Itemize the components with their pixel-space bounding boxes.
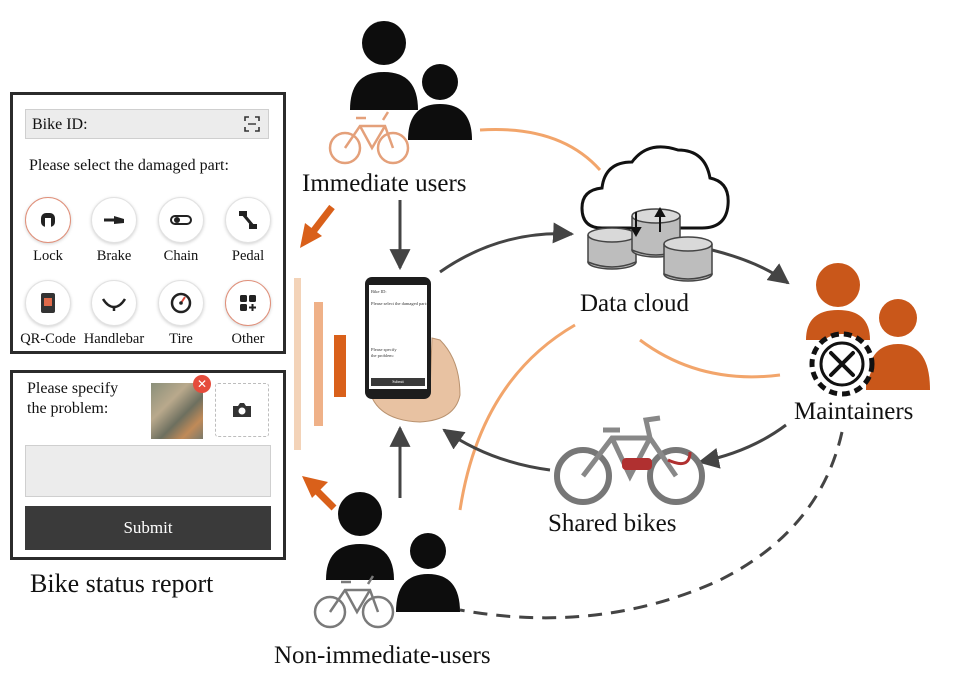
orange-arrow-bottom	[302, 476, 337, 511]
remove-photo-icon[interactable]: ✕	[193, 375, 211, 393]
select-prompt: Please select the damaged part:	[29, 157, 229, 174]
gear-wrench-icon	[809, 331, 875, 397]
part-label-qr-code: QR-Code	[20, 331, 76, 347]
phone-specify-prompt: Please specify	[371, 347, 397, 352]
part-option-qr-code[interactable]: QR-Code	[13, 280, 83, 348]
phone-specify-prompt-line2: the problem:	[371, 353, 394, 358]
scan-icon[interactable]	[244, 116, 260, 132]
part-option-brake[interactable]: Brake	[79, 197, 149, 265]
part-label-lock: Lock	[33, 248, 63, 264]
part-option-chain[interactable]: Chain	[146, 197, 216, 265]
tire-icon	[158, 280, 204, 326]
part-label-other: Other	[231, 331, 265, 347]
arrow-cloud-to-maintainers	[711, 248, 790, 285]
qr-code-icon	[25, 280, 71, 326]
database-icon	[587, 208, 713, 282]
signal-bar-middle	[314, 302, 323, 426]
report-caption: Bike status report	[30, 569, 214, 598]
add-photo-button[interactable]	[215, 383, 269, 437]
part-option-other[interactable]: Other	[213, 280, 283, 348]
phone-submit-button: Submit	[371, 378, 425, 386]
phone-bike-id-label: Bike ID:	[371, 289, 387, 294]
part-label-handlebar: Handlebar	[83, 331, 145, 347]
arc-cloud-to-nonusers	[458, 323, 576, 511]
sync-arrows-icon	[630, 206, 666, 238]
damaged-part-panel: Bike ID: Please select the damaged part:…	[10, 92, 286, 354]
part-label-pedal: Pedal	[231, 248, 265, 264]
specify-prompt-line2: the problem:	[27, 400, 109, 417]
specify-problem-panel: Please specify the problem: ✕ Submit	[10, 370, 286, 560]
part-option-tire[interactable]: Tire	[146, 280, 216, 348]
uploaded-photo-thumbnail	[151, 383, 203, 439]
arrow-maintainers-to-bikes	[697, 423, 787, 469]
phone-mockup: Bike ID: Please select the damaged part:…	[365, 277, 431, 399]
arc-users-to-cloud	[479, 128, 602, 171]
phone-select-prompt: Please select the damaged part:	[371, 301, 427, 306]
handlebar-icon	[91, 280, 137, 326]
maintainers-label: Maintainers	[794, 398, 914, 425]
bike-id-field[interactable]: Bike ID:	[25, 109, 269, 139]
non-immediate-users-icon	[326, 492, 460, 612]
brake-icon	[91, 197, 137, 243]
part-label-chain: Chain	[163, 248, 199, 264]
other-icon	[225, 280, 271, 326]
specify-prompt-line1: Please specify	[27, 380, 119, 397]
arrow-phone-to-cloud	[439, 222, 575, 274]
orange-arrow-top	[300, 204, 335, 248]
part-option-pedal[interactable]: Pedal	[213, 197, 283, 265]
arrow-bikes-to-phone	[442, 428, 551, 472]
part-option-lock[interactable]: Lock	[13, 197, 83, 265]
shared-bikes-label: Shared bikes	[548, 510, 677, 537]
cloud-icon	[580, 145, 730, 230]
submit-button[interactable]: Submit	[25, 506, 271, 550]
immediate-users-icon	[350, 21, 472, 140]
immediate-users-bike-icon	[328, 111, 410, 165]
bike-id-label: Bike ID:	[32, 116, 88, 133]
part-label-tire: Tire	[169, 331, 193, 347]
signal-bar-inner	[334, 335, 346, 397]
signal-bar-outer	[294, 278, 301, 450]
specify-prompt: Please specify the problem:	[27, 379, 118, 419]
non-immediate-users-bike-icon	[313, 575, 395, 629]
shared-bike-icon	[554, 415, 705, 505]
problem-description-input[interactable]	[25, 445, 271, 497]
camera-icon	[233, 403, 251, 417]
immediate-users-label: Immediate users	[302, 170, 467, 197]
maintainers-icon	[806, 263, 930, 390]
chain-icon	[158, 197, 204, 243]
non-immediate-users-label: Non-immediate-users	[274, 642, 491, 669]
part-option-handlebar[interactable]: Handlebar	[79, 280, 149, 348]
arc-cloud-to-maintainers	[639, 338, 781, 379]
data-cloud-label: Data cloud	[580, 290, 689, 317]
lock-icon	[25, 197, 71, 243]
pedal-icon	[225, 197, 271, 243]
phone-screen: Bike ID: Please select the damaged part:…	[369, 285, 427, 389]
part-label-brake: Brake	[96, 248, 132, 264]
